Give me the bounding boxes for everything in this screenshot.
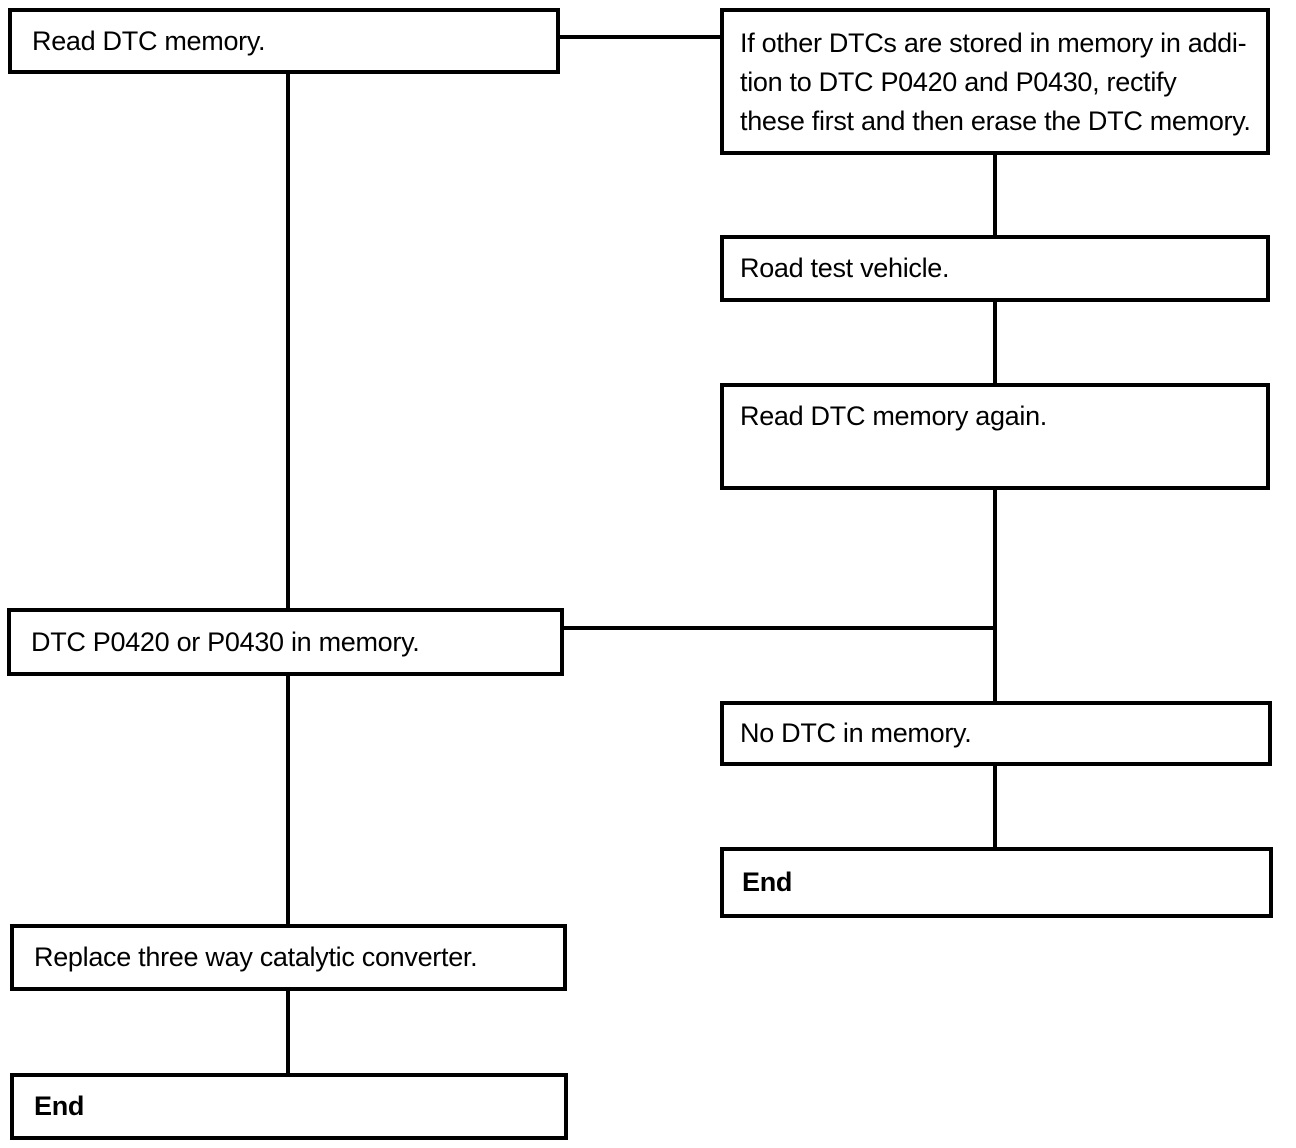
edge-branch-to-dtc-in-memory xyxy=(564,626,993,630)
node-end-right: End xyxy=(720,847,1273,918)
edge-read-dtc-to-other-dtcs-note xyxy=(560,35,720,39)
edge-other-dtcs-note-to-road-test xyxy=(993,155,997,235)
node-road-test-vehicle-label: Road test vehicle. xyxy=(740,253,950,284)
node-read-dtc-memory-label: Read DTC memory. xyxy=(32,25,266,56)
node-other-dtcs-note-label: If other DTCs are stored in memory in ad… xyxy=(740,28,1251,136)
edge-no-dtc-to-end-right xyxy=(993,766,997,847)
node-road-test-vehicle: Road test vehicle. xyxy=(720,235,1270,302)
node-no-dtc-in-memory-label: No DTC in memory. xyxy=(740,718,972,749)
node-no-dtc-in-memory: No DTC in memory. xyxy=(720,701,1272,766)
node-dtc-p0420-or-p0430-in-memory: DTC P0420 or P0430 in memory. xyxy=(7,608,564,676)
node-other-dtcs-note: If other DTCs are stored in memory in ad… xyxy=(720,8,1270,155)
node-read-dtc-memory-again: Read DTC memory again. xyxy=(720,383,1270,490)
node-end-right-label: End xyxy=(742,867,793,898)
node-replace-three-way-catalytic-converter-label: Replace three way catalytic converter. xyxy=(34,942,478,973)
node-dtc-p0420-or-p0430-in-memory-label: DTC P0420 or P0430 in memory. xyxy=(31,626,420,657)
edge-dtc-in-memory-to-replace-converter xyxy=(286,676,290,924)
node-replace-three-way-catalytic-converter: Replace three way catalytic converter. xyxy=(10,924,567,991)
node-end-left-label: End xyxy=(34,1091,85,1122)
edge-read-dtc-to-dtc-in-memory xyxy=(286,74,290,608)
node-read-dtc-memory-again-label: Read DTC memory again. xyxy=(740,401,1048,431)
edge-read-again-to-no-dtc xyxy=(993,490,997,701)
edge-replace-converter-to-end-left xyxy=(286,991,290,1073)
edge-road-test-to-read-again xyxy=(993,302,997,383)
node-end-left: End xyxy=(10,1073,568,1140)
node-read-dtc-memory: Read DTC memory. xyxy=(8,8,560,74)
